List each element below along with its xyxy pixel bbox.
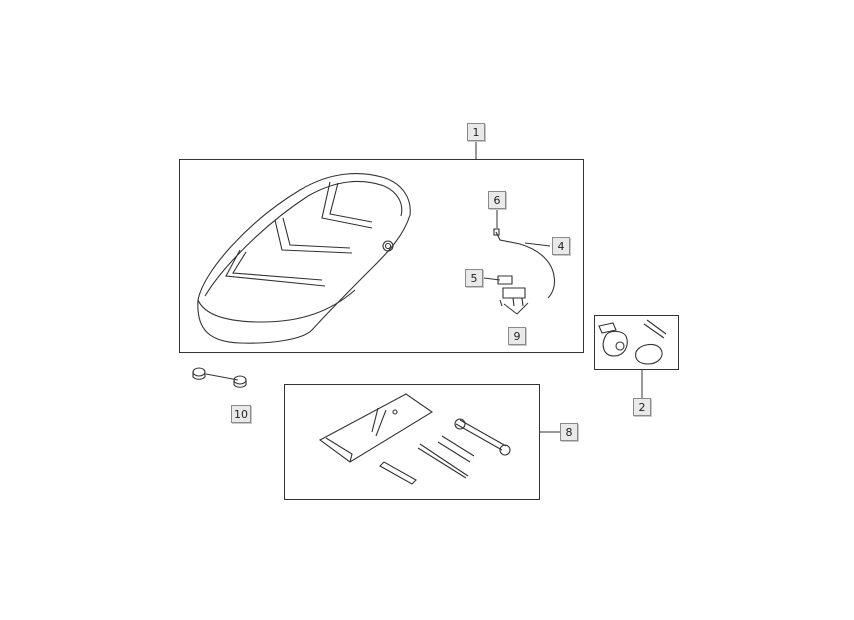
callout-8: 8 bbox=[560, 423, 578, 441]
callout-5: 5 bbox=[465, 269, 483, 287]
callout-2: 2 bbox=[633, 398, 651, 416]
callout-4: 4 bbox=[552, 237, 570, 255]
callout-1: 1 bbox=[467, 123, 485, 141]
lock-group-frame bbox=[594, 315, 679, 370]
leader-5 bbox=[483, 277, 501, 281]
seat-lock-parts bbox=[493, 228, 556, 307]
callout-9: 9 bbox=[508, 327, 526, 345]
toolkit-group-frame bbox=[284, 384, 540, 500]
leader-10 bbox=[205, 373, 239, 381]
seat-illustration bbox=[197, 173, 411, 344]
toolkit-illustration bbox=[318, 393, 511, 485]
grommet-illustration bbox=[192, 367, 247, 388]
lock-set-illustration bbox=[598, 319, 667, 365]
leader-9 bbox=[503, 302, 529, 315]
seat-group-frame bbox=[179, 159, 584, 353]
callout-6: 6 bbox=[488, 191, 506, 209]
leader-4 bbox=[524, 242, 551, 247]
callout-10: 10 bbox=[231, 405, 251, 423]
